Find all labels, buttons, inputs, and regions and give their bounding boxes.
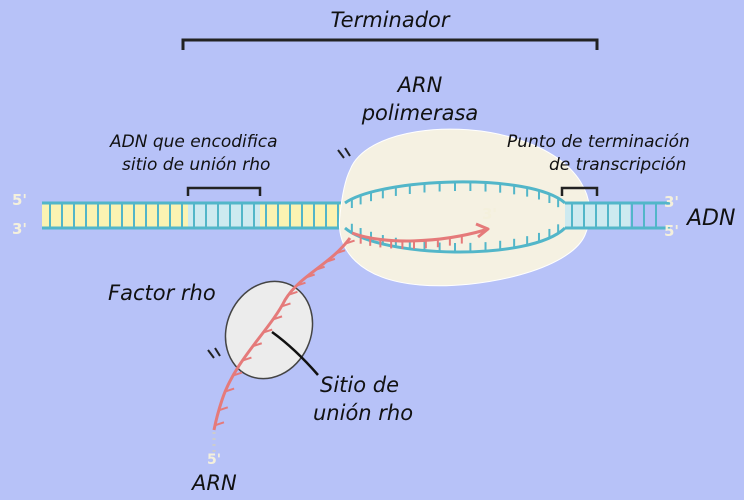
rna-five-prime-end: 5' [207, 452, 221, 468]
rna-base [272, 315, 283, 321]
rna-base [325, 257, 336, 263]
termination-point-bracket [560, 186, 599, 196]
coding-region-bracket [186, 186, 262, 196]
rna-base [281, 302, 291, 308]
rna-base [242, 356, 252, 362]
termination-label-line1: Punto de terminación [507, 132, 690, 152]
rna-polymerase-shape [338, 128, 591, 287]
bubble-bottom-bases [350, 223, 560, 252]
dna-rho-coding-region [188, 203, 260, 228]
polymerase-motion-marks [337, 147, 351, 159]
rna-base [252, 342, 263, 348]
rna-base [288, 290, 298, 296]
coding-label-line2: sitio de unión rho [122, 155, 270, 175]
rna-three-prime-end: 3' [482, 205, 497, 223]
bubble-top-bases [350, 182, 560, 209]
rna-base [214, 421, 225, 427]
dna-top-left-end: 5' [12, 191, 27, 209]
binding-site-pointer [271, 330, 319, 376]
rna-transcript-bases [214, 239, 355, 427]
rna-inner-bases [359, 235, 463, 249]
rna-base [335, 249, 346, 255]
rna-base [315, 265, 325, 271]
rna-base [296, 281, 306, 287]
terminator-bracket [181, 38, 599, 50]
polymerase-label-line2: polimerasa [361, 101, 479, 125]
rna-growth-arrowhead [475, 222, 490, 239]
polymerase-label-line1: ARN [396, 73, 443, 97]
dna-label: ADN [685, 206, 735, 231]
rho-motion-marks [207, 347, 221, 359]
dna-bottom-left-end: 3' [12, 220, 27, 238]
coding-label-line1: ADN que encodifica [109, 132, 278, 152]
dna-left-base-pairs [49, 203, 339, 228]
binding-site-label-line2: unión rho [313, 401, 413, 425]
dna-top-right-end: 3' [664, 193, 679, 211]
termination-label-line2: de transcripción [549, 155, 686, 175]
rna-base [224, 387, 235, 393]
rna-base [218, 406, 229, 412]
rna-label: ARN [190, 471, 237, 495]
dna-bottom-right-end: 5' [664, 222, 679, 240]
rna-base [305, 273, 315, 279]
rna-base [345, 239, 355, 245]
rna-base [262, 328, 273, 334]
dna-right-base-pairs [571, 203, 657, 228]
rho-factor-label: Factor rho [108, 281, 216, 305]
binding-site-label-line1: Sitio de [320, 373, 399, 397]
terminator-label: Terminador [330, 8, 450, 32]
rna-base [232, 371, 243, 377]
